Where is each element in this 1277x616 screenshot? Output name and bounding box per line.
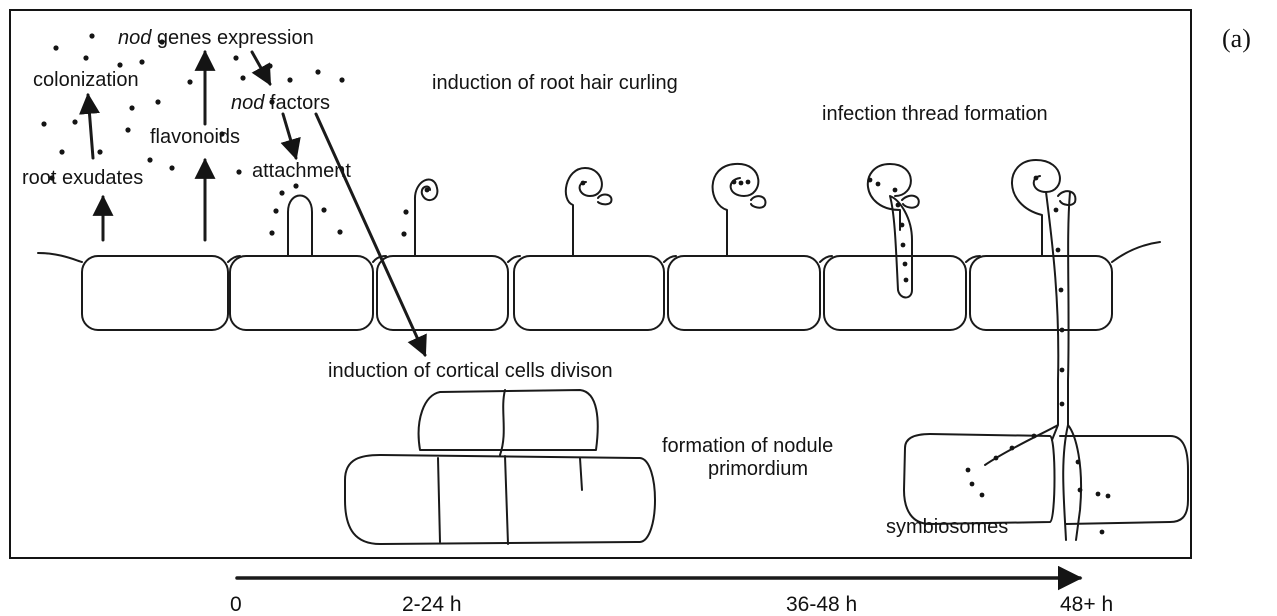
label-root-exudates: root exudates xyxy=(22,168,143,188)
cortical-cell-lower xyxy=(345,455,655,544)
root-hair-mature xyxy=(1012,160,1075,256)
label-symbiosomes: symbiosomes xyxy=(886,517,1008,537)
epidermal-cell xyxy=(230,256,373,330)
cortical-division-line xyxy=(500,390,505,455)
root-hair-emerging xyxy=(288,196,312,257)
epidermis-surface-line xyxy=(38,242,1160,262)
epidermal-cell xyxy=(824,256,966,330)
label-cortical-division: induction of cortical cells divison xyxy=(328,361,613,381)
infection-thread-long xyxy=(985,192,1081,540)
timeline-tick-0: 0 xyxy=(230,594,242,615)
timeline-tick-48h-plus: 48+ h xyxy=(1060,594,1113,615)
cortical-cell-upper xyxy=(419,390,598,450)
epidermal-cell xyxy=(970,256,1112,330)
arrow-factors-to-attachment xyxy=(283,114,296,158)
cortical-division-line xyxy=(438,456,582,544)
nodule-primordium-cells xyxy=(904,434,1188,524)
arrow-factors-to-cortical xyxy=(316,114,425,355)
label-nodule-primordium-2: primordium xyxy=(708,459,808,479)
label-flavonoids: flavonoids xyxy=(150,127,240,147)
epidermal-cell xyxy=(514,256,664,330)
timeline-tick-2-24h: 2-24 h xyxy=(402,594,462,615)
panel-label: (a) xyxy=(1222,26,1251,52)
arrow-nod-genes-to-factors xyxy=(252,52,270,84)
epidermal-cell xyxy=(82,256,228,330)
label-attachment: attachment xyxy=(252,161,351,181)
root-hair-curl xyxy=(713,164,766,256)
label-nod-factors: nod factors xyxy=(231,93,330,113)
label-colonization: colonization xyxy=(33,70,139,90)
timeline-tick-36-48h: 36-48 h xyxy=(786,594,857,615)
label-infection-thread: infection thread formation xyxy=(822,104,1048,124)
label-nod-genes-expression: nod genes expression xyxy=(118,28,314,48)
label-nodule-primordium: formation of nodule xyxy=(662,436,833,456)
root-hair-curl xyxy=(566,168,612,256)
arrow-exudates-to-colonization xyxy=(88,95,93,158)
epidermal-cell xyxy=(668,256,820,330)
label-root-hair-curling: induction of root hair curling xyxy=(432,73,678,93)
